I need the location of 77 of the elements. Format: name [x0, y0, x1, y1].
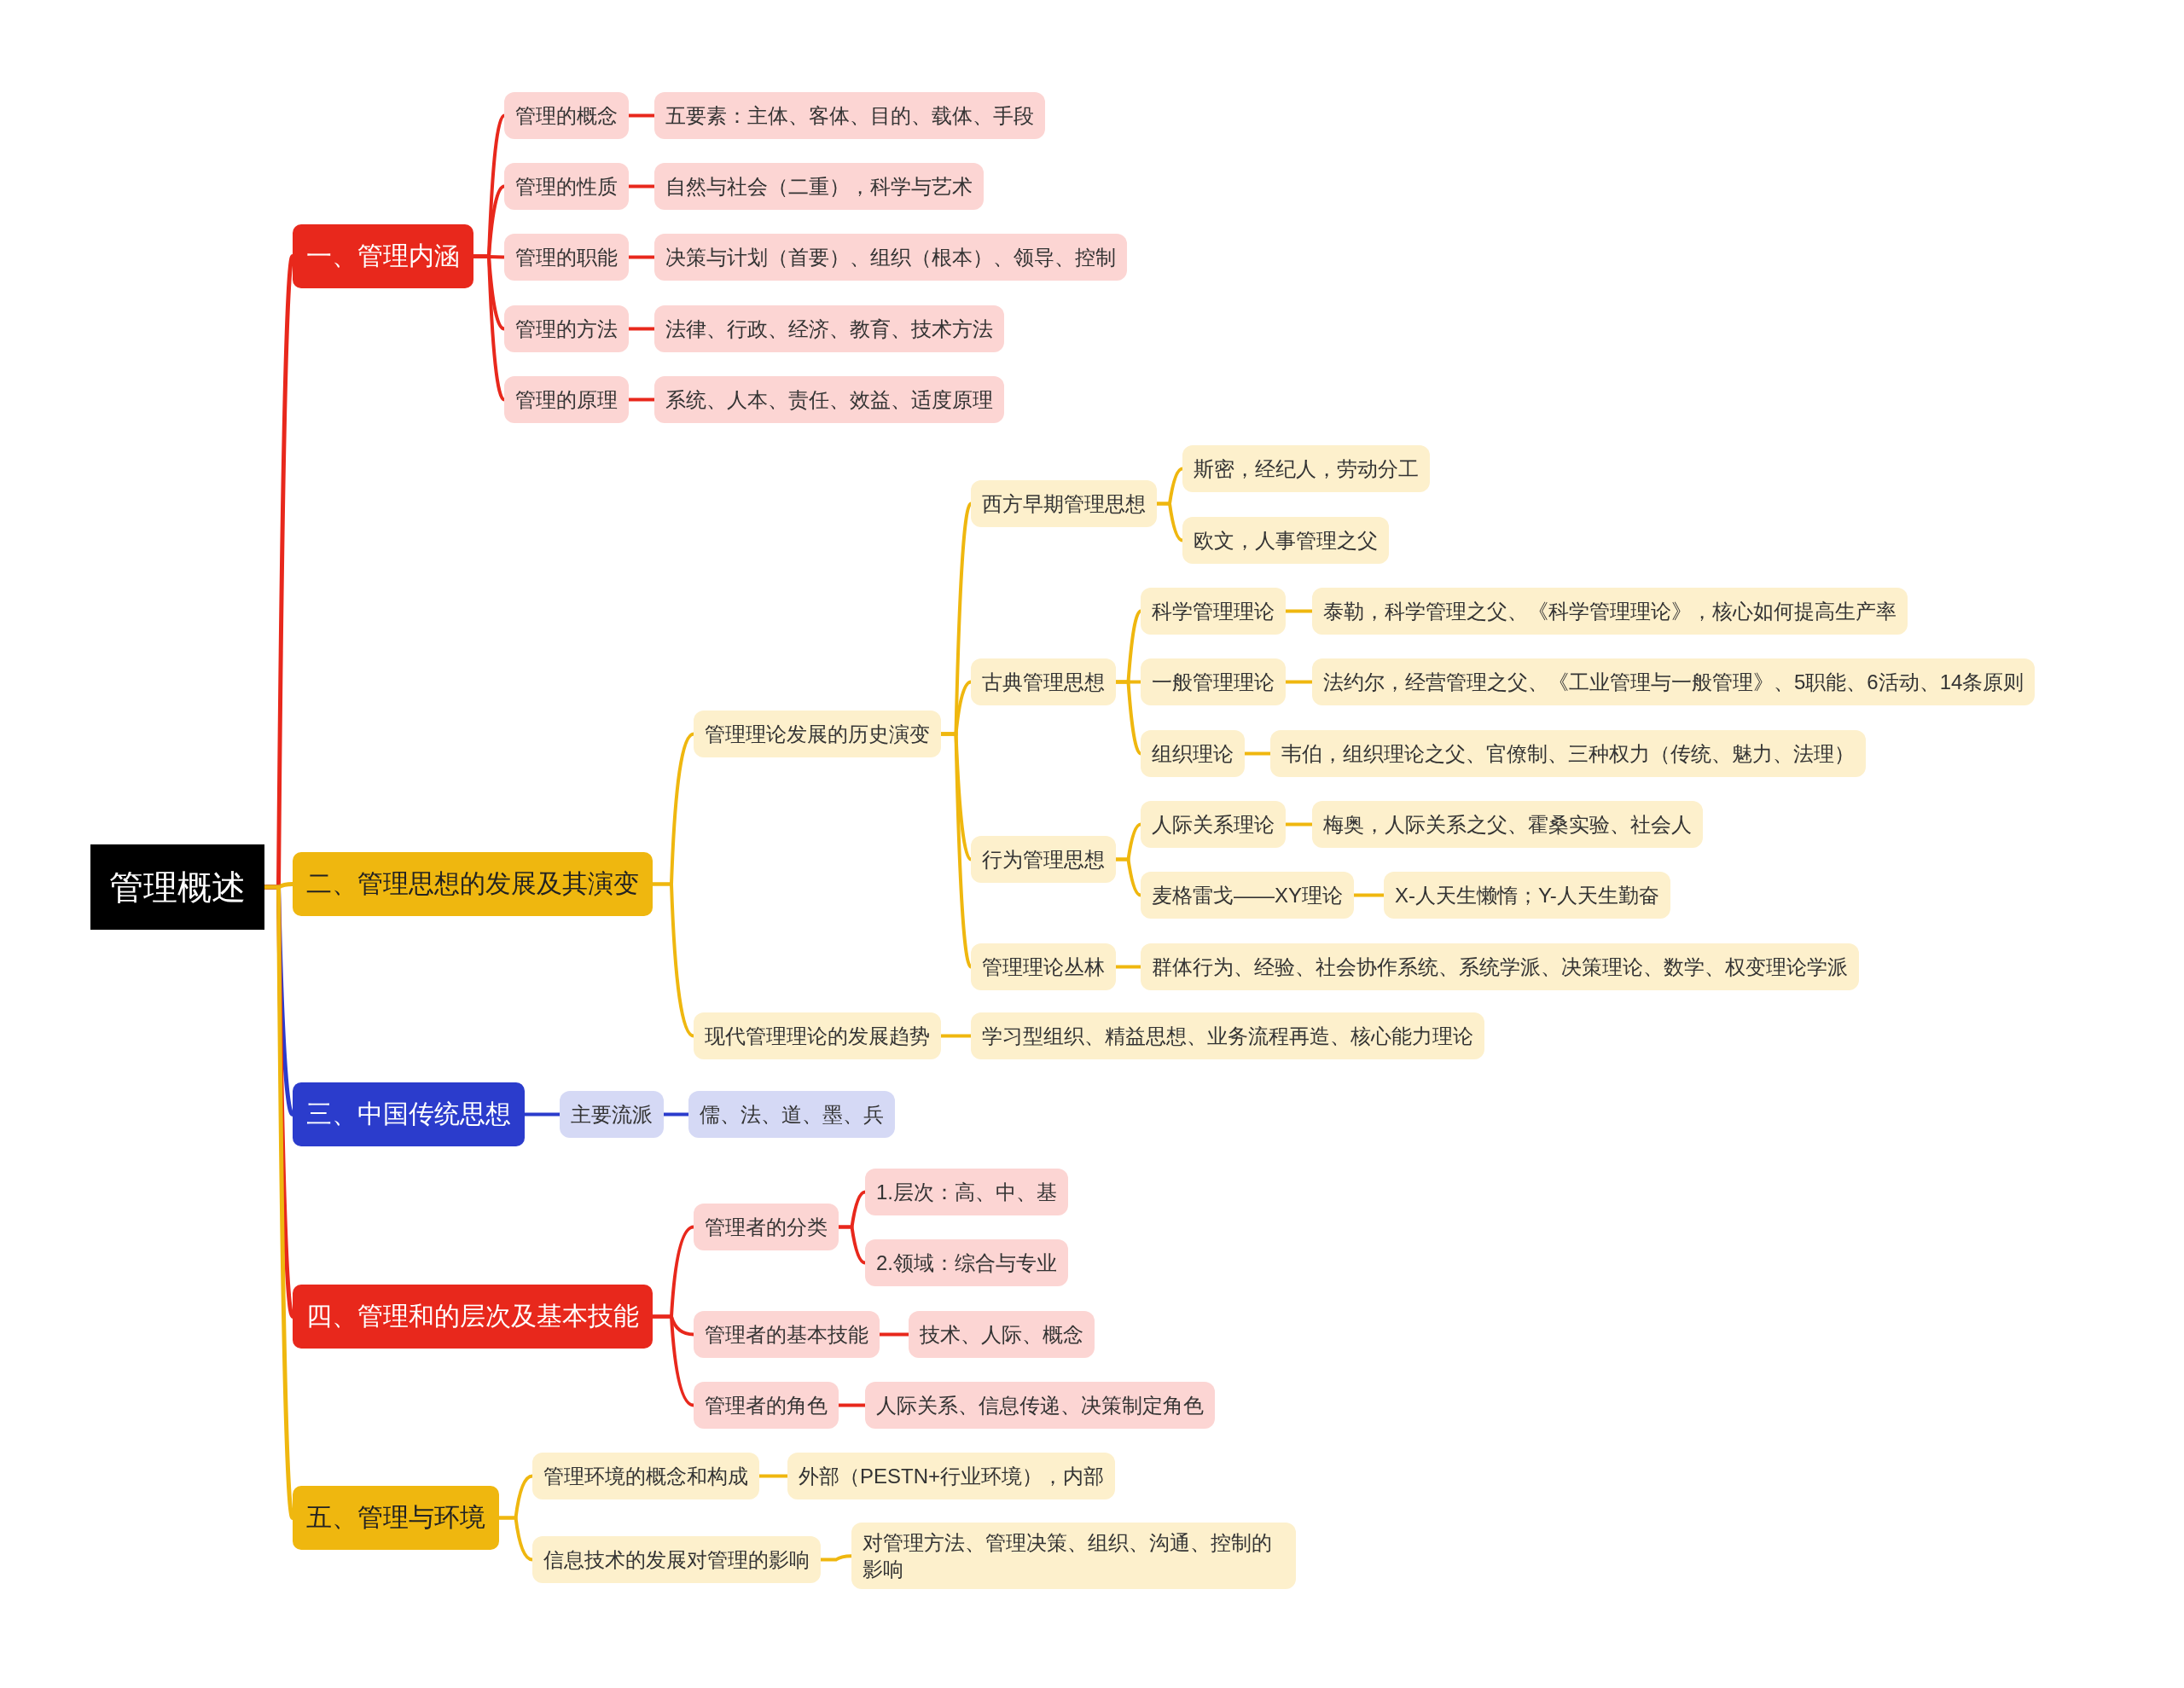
- connector-line: [629, 397, 654, 402]
- connector-line: [1116, 965, 1141, 969]
- connector-line: [499, 1516, 533, 1562]
- main-topic-box: 三、中国传统思想: [293, 1082, 525, 1146]
- connector-line: [1286, 680, 1312, 684]
- topic-box: 管理的方法: [504, 305, 629, 352]
- main-topic-box: 五、管理与环境: [293, 1486, 499, 1550]
- connector-line: [1286, 822, 1312, 827]
- connector-line: [839, 1403, 865, 1407]
- connector-line: [1286, 609, 1312, 613]
- connector-line: [629, 255, 654, 259]
- topic-box: 现代管理理论的发展趋势: [694, 1012, 941, 1059]
- connector-line: [839, 1225, 866, 1265]
- connector-line: [664, 1112, 688, 1117]
- topic-box: 管理理论发展的历史演变: [694, 711, 941, 757]
- connector-line: [941, 732, 973, 968]
- connector-line: [629, 113, 654, 118]
- topic-box: 斯密，经纪人，劳动分工: [1182, 445, 1430, 492]
- topic-box: 韦伯，组织理论之父、官僚制、三种权力（传统、魅力、法理）: [1270, 730, 1866, 777]
- topic-box: 麦格雷戈——XY理论: [1141, 872, 1354, 919]
- topic-box: 管理者的角色: [694, 1382, 839, 1429]
- topic-box: 管理者的分类: [694, 1204, 839, 1250]
- topic-box: 对管理方法、管理决策、组织、沟通、控制的影响: [851, 1523, 1296, 1590]
- topic-box: 群体行为、经验、社会协作系统、系统学派、决策理论、数学、权变理论学派: [1141, 943, 1859, 990]
- topic-box: 学习型组织、精益思想、业务流程再造、核心能力理论: [971, 1012, 1484, 1059]
- topic-box: 人际关系、信息传递、决策制定角色: [865, 1382, 1215, 1429]
- topic-box: 管理理论丛林: [971, 943, 1116, 990]
- root-topic-box: 管理概述: [90, 844, 264, 930]
- connector-line: [1245, 751, 1270, 756]
- connector-line: [264, 885, 295, 1519]
- connector-line: [629, 327, 654, 331]
- topic-box: 管理的性质: [504, 163, 629, 210]
- connector-line: [1116, 857, 1141, 897]
- connector-line: [473, 254, 506, 402]
- topic-box: 系统、人本、责任、效益、适度原理: [654, 376, 1004, 423]
- connector-line: [759, 1474, 787, 1478]
- topic-box: 自然与社会（二重），科学与艺术: [654, 163, 984, 210]
- topic-box: 管理的原理: [504, 376, 629, 423]
- topic-box: 法约尔，经营管理之父、《工业管理与一般管理》、5职能、6活动、14条原则: [1312, 658, 2036, 705]
- topic-box: 管理者的基本技能: [694, 1311, 880, 1358]
- topic-box: 管理的职能: [504, 234, 629, 281]
- topic-box: 1.层次：高、中、基: [865, 1169, 1068, 1215]
- main-topic-box: 四、管理和的层次及基本技能: [293, 1285, 653, 1349]
- topic-box: 人际关系理论: [1141, 801, 1286, 848]
- topic-box: 管理环境的概念和构成: [532, 1453, 759, 1499]
- connector-line: [629, 184, 654, 189]
- topic-box: 西方早期管理思想: [971, 480, 1157, 527]
- topic-box: 决策与计划（首要）、组织（根本）、领导、控制: [654, 234, 1127, 281]
- connector-line: [941, 1034, 971, 1038]
- topic-box: 外部（PESTN+行业环境），内部: [787, 1453, 1116, 1499]
- connector-line: [525, 1112, 560, 1117]
- topic-box: 组织理论: [1141, 730, 1245, 777]
- topic-box: 科学管理理论: [1141, 588, 1286, 635]
- topic-box: 一般管理理论: [1141, 658, 1286, 705]
- topic-box: 五要素：主体、客体、目的、载体、手段: [654, 92, 1045, 139]
- connector-line: [821, 1554, 852, 1562]
- connector-line: [1157, 502, 1183, 542]
- connector-line: [653, 882, 694, 1038]
- topic-box: 2.领域：综合与专业: [865, 1239, 1068, 1286]
- topic-box: X-人天生懒惰；Y-人天生勤奋: [1384, 872, 1670, 919]
- topic-box: 技术、人际、概念: [909, 1311, 1095, 1358]
- topic-box: 泰勒，科学管理之父、《科学管理理论》，核心如何提高生产率: [1312, 588, 1908, 635]
- topic-box: 法律、行政、经济、教育、技术方法: [654, 305, 1004, 352]
- connector-line: [1116, 680, 1142, 756]
- connector-line: [1354, 893, 1384, 897]
- topic-box: 古典管理思想: [971, 658, 1116, 705]
- topic-box: 信息技术的发展对管理的影响: [532, 1536, 821, 1583]
- main-topic-box: 一、管理内涵: [293, 224, 473, 288]
- topic-box: 行为管理思想: [971, 836, 1116, 883]
- connector-line: [880, 1332, 909, 1337]
- topic-box: 欧文，人事管理之父: [1182, 517, 1389, 564]
- topic-box: 主要流派: [560, 1091, 664, 1138]
- topic-box: 管理的概念: [504, 92, 629, 139]
- main-topic-box: 二、管理思想的发展及其演变: [293, 852, 653, 916]
- topic-box: 儒、法、道、墨、兵: [688, 1091, 895, 1138]
- connector-line: [653, 1314, 694, 1407]
- topic-box: 梅奥，人际关系之父、霍桑实验、社会人: [1312, 801, 1703, 848]
